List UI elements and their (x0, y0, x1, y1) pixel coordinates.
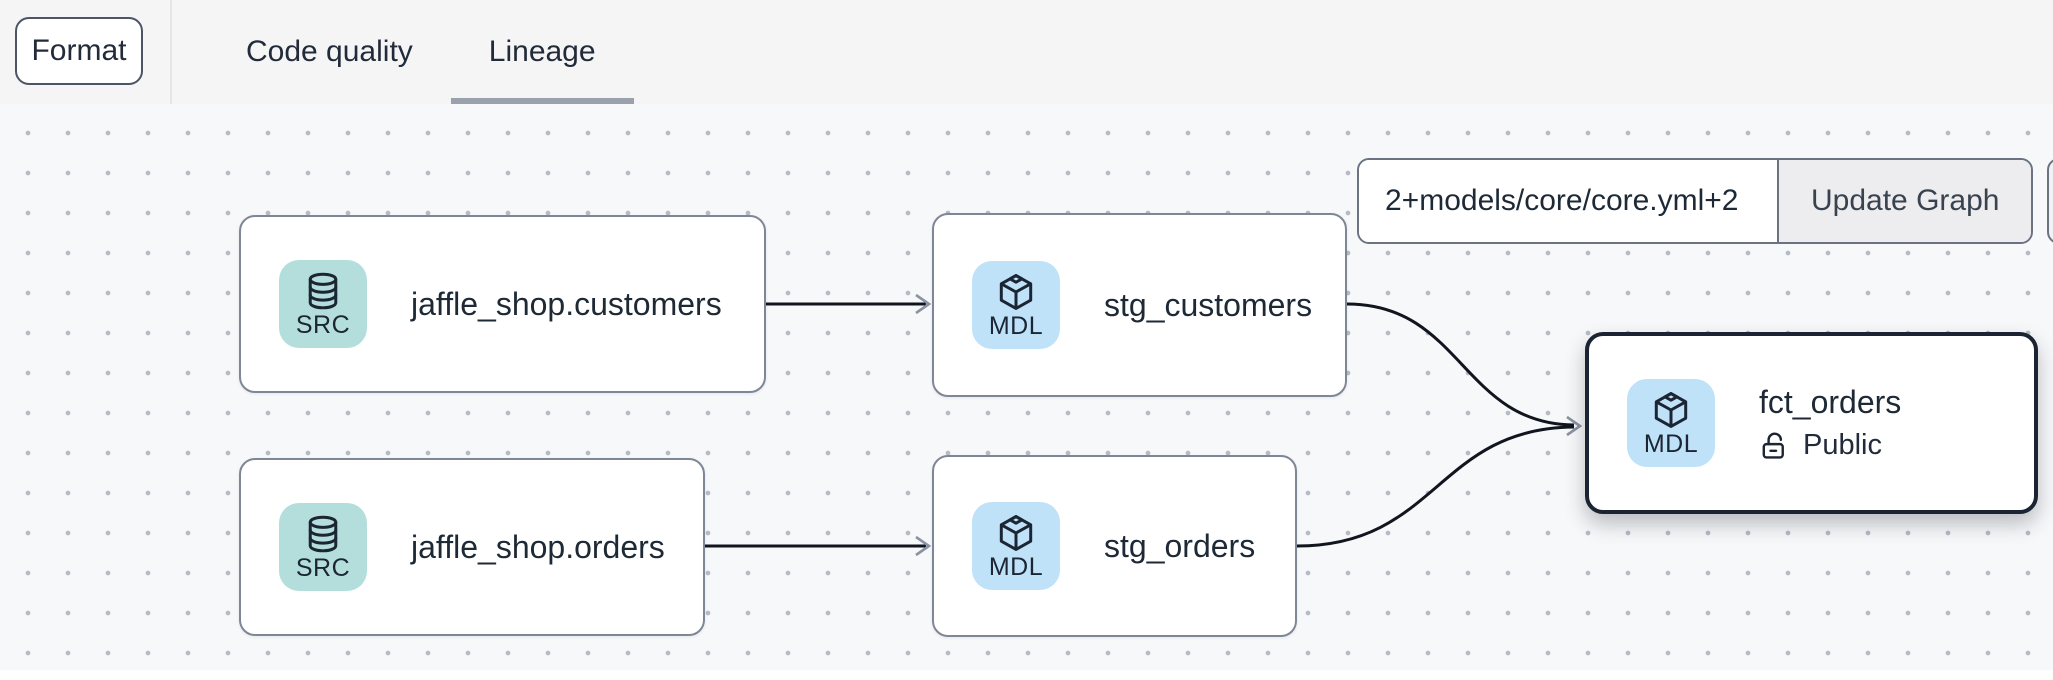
node-label: stg_customers (1104, 286, 1313, 323)
arrowhead-icon (915, 293, 932, 315)
badge-label: SRC (295, 553, 351, 582)
lineage-selector-group: Update Graph (1357, 158, 2034, 244)
model-badge: MDL (972, 261, 1060, 349)
editor-toolbar: Format Code quality Lineage (0, 0, 2053, 104)
node-stg-customers[interactable]: MDL stg_customers (932, 213, 1347, 397)
node-label: stg_orders (1104, 527, 1256, 564)
node-label: jaffle_shop.orders (411, 528, 665, 565)
arrowhead-icon (1566, 415, 1583, 437)
node-jaffle-shop-orders[interactable]: SRC jaffle_shop.orders (239, 458, 705, 636)
badge-label: MDL (1643, 429, 1699, 458)
format-button[interactable]: Format (15, 17, 143, 85)
node-jaffle-shop-customers[interactable]: SRC jaffle_shop.customers (239, 215, 766, 393)
badge-label: SRC (295, 310, 351, 339)
edge-stg-orders-to-fct-orders (1296, 425, 1575, 548)
node-stg-orders[interactable]: MDL stg_orders (932, 455, 1297, 637)
access-badge: Public (1759, 429, 1901, 462)
canvas-bottom-fade (0, 670, 2053, 680)
node-label: fct_orders (1759, 384, 1902, 420)
model-badge: MDL (972, 502, 1060, 590)
database-icon (308, 515, 338, 552)
database-icon (308, 272, 338, 309)
tab-lineage[interactable]: Lineage (450, 0, 634, 104)
edge-stg-customers-to-fct-orders (1346, 302, 1575, 427)
model-badge: MDL (1627, 379, 1715, 467)
access-label: Public (1803, 429, 1882, 461)
lineage-selector-input[interactable] (1359, 160, 1767, 242)
cube-icon (1654, 391, 1688, 428)
cube-icon (999, 273, 1033, 310)
badge-label: MDL (988, 311, 1044, 340)
source-badge: SRC (279, 503, 367, 591)
lineage-canvas[interactable]: SRC jaffle_shop.customers MDL stg_custom… (0, 104, 2053, 680)
node-fct-orders[interactable]: MDL fct_orders Public (1585, 332, 2038, 514)
node-label: jaffle_shop.customers (411, 285, 722, 322)
clipped-control-button[interactable] (2047, 158, 2053, 244)
update-graph-button[interactable]: Update Graph (1777, 160, 2032, 242)
tab-code-quality[interactable]: Code quality (246, 35, 413, 68)
panel-tabs: Code quality Lineage (208, 0, 634, 104)
cube-icon (999, 514, 1033, 551)
source-badge: SRC (279, 260, 367, 348)
arrowhead-icon (915, 535, 932, 557)
badge-label: MDL (988, 552, 1044, 581)
unlock-icon (1762, 432, 1784, 459)
toolbar-divider (170, 0, 172, 104)
